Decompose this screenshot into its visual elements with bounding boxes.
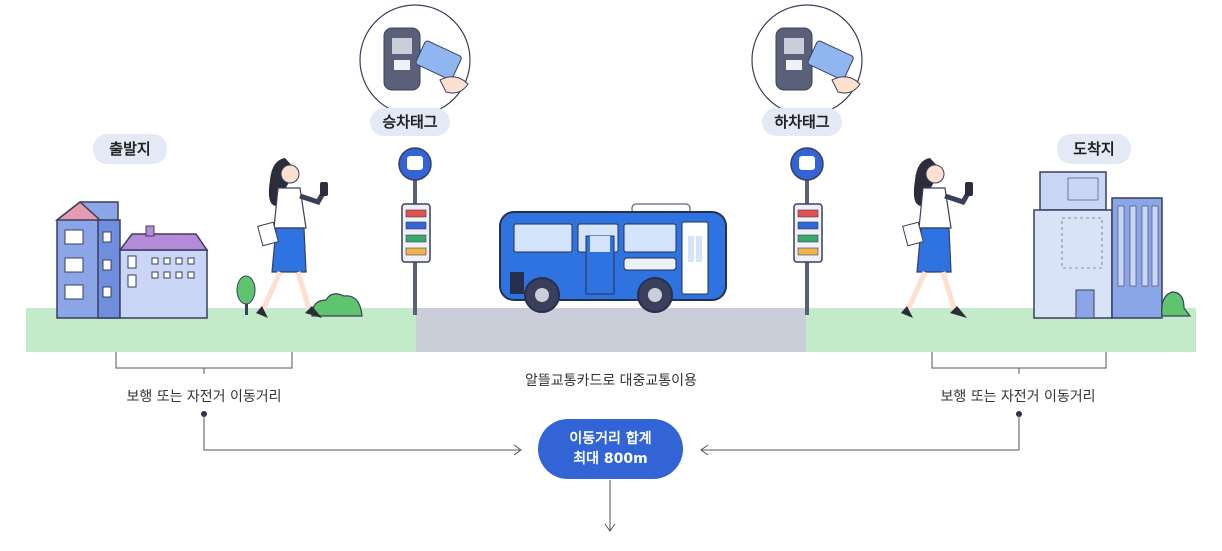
destination-building-icon bbox=[1033, 171, 1163, 319]
bracket-left bbox=[115, 352, 293, 374]
card-reader-left-icon bbox=[359, 4, 471, 116]
bus-icon bbox=[499, 203, 727, 313]
destination-label: 도착지 bbox=[1073, 140, 1115, 158]
bus-stop-right bbox=[790, 20, 824, 315]
transit-label: 알뜰교통카드로 대중교통이용 bbox=[525, 373, 697, 389]
road bbox=[416, 308, 806, 352]
total-distance-badge: 이동거리 합계 최대 800m bbox=[538, 419, 683, 479]
bush-icon bbox=[311, 293, 363, 317]
card-reader-right-icon bbox=[751, 4, 863, 116]
tree-icon bbox=[236, 275, 256, 315]
walking-woman-icon-2 bbox=[901, 158, 974, 318]
origin-building-icon bbox=[54, 201, 209, 319]
board-tag-label: 승차태그 bbox=[382, 113, 438, 131]
destination-pill: 도착지 bbox=[1057, 134, 1131, 164]
connector-right-arrow bbox=[700, 411, 1022, 456]
alight-tag-pill: 하차태그 bbox=[762, 108, 842, 136]
walking-woman-icon bbox=[256, 158, 329, 318]
connector-down-arrow bbox=[604, 480, 616, 532]
connector-left-arrow bbox=[201, 411, 522, 456]
total-distance-title: 이동거리 합계 bbox=[569, 431, 652, 447]
bracket-right bbox=[931, 352, 1107, 374]
board-tag-pill: 승차태그 bbox=[370, 108, 450, 136]
alight-tag-label: 하차태그 bbox=[774, 113, 830, 131]
total-distance-value: 최대 800m bbox=[573, 451, 648, 467]
walk-distance-left: 보행 또는 자전거 이동거리 bbox=[126, 389, 282, 405]
origin-label: 출발지 bbox=[109, 140, 151, 158]
walk-distance-right: 보행 또는 자전거 이동거리 bbox=[940, 389, 1096, 405]
bush-icon-2 bbox=[1161, 291, 1192, 317]
origin-pill: 출발지 bbox=[93, 134, 167, 164]
